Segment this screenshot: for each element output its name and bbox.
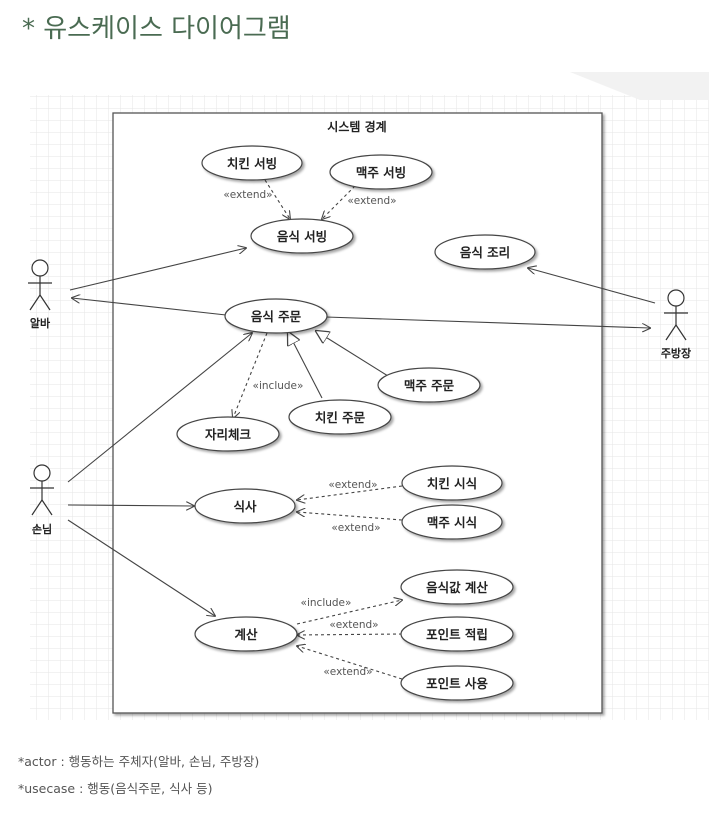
usecase-point-earn: 포인트 적립	[400, 616, 514, 652]
usecase-point-use: 포인트 사용	[400, 665, 514, 701]
usecase-label: 음식 서빙	[277, 229, 327, 244]
assoc-customer-meal	[67, 505, 194, 506]
stereotype-extend-point-use: «extend»	[323, 666, 372, 678]
system-title: 시스템 경계	[327, 119, 386, 134]
usecase-cooking: 음식 조리	[434, 234, 536, 270]
usecase-label: 자리체크	[205, 427, 252, 442]
stereotype-extend-chicken-tasting: «extend»	[328, 479, 377, 491]
usecase-label: 포인트 사용	[426, 676, 488, 691]
actor-note: *actor : 행동하는 주체자(알바, 손님, 주방장)	[18, 754, 260, 769]
usecase-label: 음식 조리	[460, 245, 510, 260]
usecase-food-serving: 음식 서빙	[250, 218, 354, 254]
assoc-food-order-chef	[325, 316, 650, 328]
extend-line-point-use	[297, 646, 403, 680]
extend-line-chicken-serving	[264, 179, 290, 219]
usecase-beer-serving: 맥주 서빙	[329, 154, 433, 190]
usecase-label: 치킨 서빙	[227, 156, 277, 171]
stereotype-include-seat-check: «include»	[253, 380, 304, 392]
usecase-note: *usecase : 행동(음식주문, 식사 등)	[18, 781, 213, 796]
usecase-label: 맥주 시식	[427, 515, 477, 530]
assoc-alba-food-serving	[69, 248, 246, 291]
usecase-chicken-serving: 치킨 서빙	[201, 145, 303, 181]
usecase-label: 맥주 서빙	[356, 165, 406, 180]
actor-alba: 알바	[28, 259, 52, 330]
stereotype-labels: «extend» «extend» «include» «extend» «ex…	[223, 189, 396, 678]
notes: *actor : 행동하는 주체자(알바, 손님, 주방장) *usecase …	[18, 748, 259, 802]
usecase-label: 치킨 주문	[315, 410, 366, 425]
usecase-label: 식사	[233, 499, 257, 514]
usecase-seat-check: 자리체크	[176, 416, 280, 452]
usecase-beer-tasting: 맥주 시식	[401, 504, 503, 540]
actor-head	[33, 464, 51, 482]
usecase-beer-order: 맥주 주문	[377, 367, 481, 403]
usecase-payment: 계산	[194, 616, 298, 652]
assoc-chef-cooking	[528, 268, 656, 304]
usecase-label: 포인트 적립	[426, 627, 488, 642]
actor-head	[667, 289, 685, 307]
page-title: * 유스케이스 다이어그램	[22, 14, 291, 44]
assoc-customer-food-order	[67, 333, 252, 483]
assoc-food-order-alba	[72, 298, 227, 316]
usecase-label: 음식 주문	[251, 309, 302, 324]
usecase-label: 맥주 주문	[404, 378, 455, 393]
actor-head	[31, 259, 49, 277]
usecase-chicken-order: 치킨 주문	[288, 399, 392, 435]
actor-label: 손님	[32, 522, 52, 536]
stereotype-extend-chicken-serving: «extend»	[223, 189, 272, 201]
stereotype-extend-point-earn: «extend»	[329, 619, 378, 631]
extend-line-beer-serving	[322, 185, 356, 219]
relationships	[67, 179, 656, 680]
usecase-label: 치킨 시식	[427, 476, 477, 491]
usecase-label: 음식값 계산	[426, 580, 488, 595]
actor-label: 알바	[30, 316, 51, 330]
stereotype-extend-beer-tasting: «extend»	[331, 522, 380, 534]
assoc-customer-payment	[67, 519, 215, 616]
actor-customer: 손님	[30, 464, 54, 536]
actor-label: 주방장	[661, 346, 691, 360]
actor-chef: 주방장	[661, 289, 691, 360]
usecase-label: 계산	[234, 627, 258, 642]
usecase-food-order: 음식 주문	[224, 298, 328, 334]
stereotype-extend-beer-serving: «extend»	[347, 195, 396, 207]
watermark-shape	[570, 72, 709, 100]
stereotype-include-food-bill: «include»	[301, 597, 352, 609]
generalization-chicken-order	[288, 332, 323, 399]
usecase-meal: 식사	[194, 488, 296, 524]
generalization-beer-order	[316, 331, 389, 377]
usecase-chicken-tasting: 치킨 시식	[401, 465, 503, 501]
usecase-food-bill: 음식값 계산	[400, 569, 514, 605]
